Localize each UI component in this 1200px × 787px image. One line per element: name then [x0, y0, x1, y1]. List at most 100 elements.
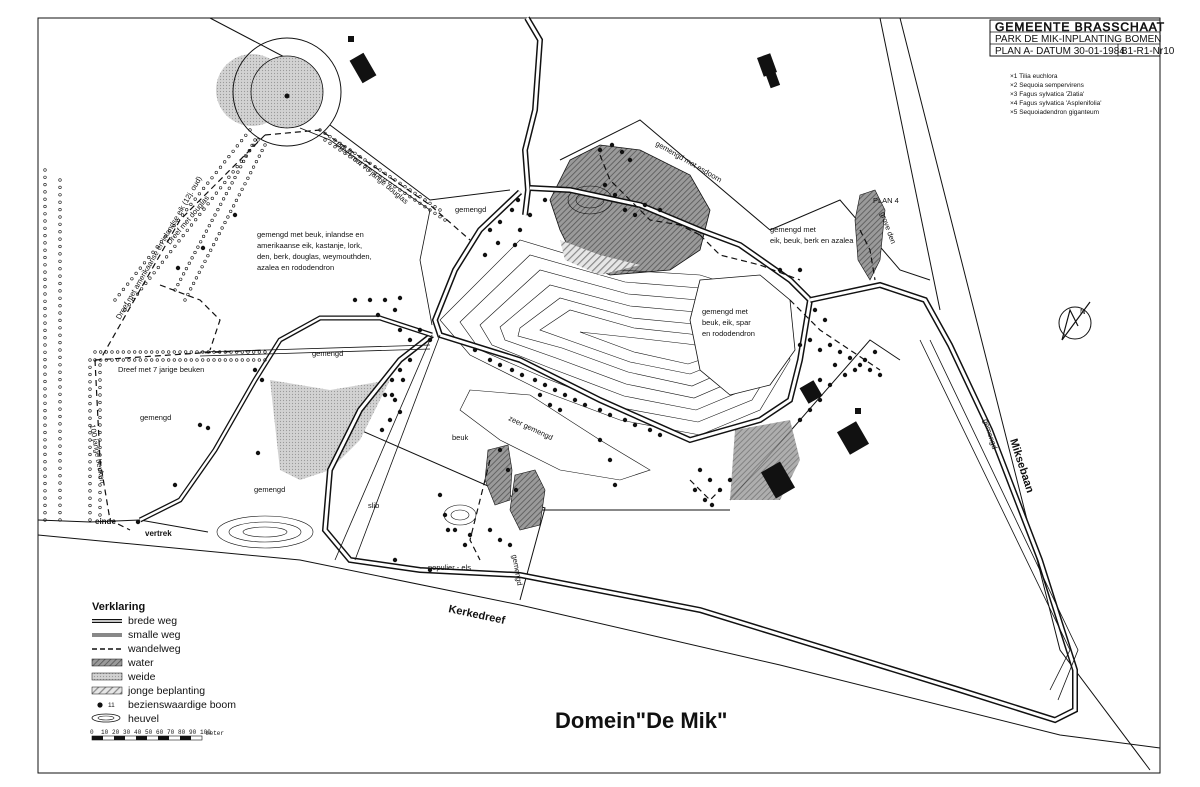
label-island-3: en rododendron: [702, 329, 755, 338]
dreef-tree: [323, 138, 327, 142]
notable-tree: [557, 407, 563, 413]
dreef-tree: [244, 133, 248, 137]
dreef-tree: [217, 232, 221, 236]
dreef-tree: [88, 474, 92, 479]
dreef-tree: [43, 423, 47, 427]
dreef-tree: [156, 265, 160, 270]
dreef-tree: [333, 145, 337, 149]
dreef-tree: [323, 131, 327, 135]
dreef-tree: [263, 143, 267, 147]
notable-tree: [407, 337, 413, 343]
dreef-tree: [438, 215, 442, 219]
dreef-tree: [358, 161, 362, 165]
notable-tree: [252, 367, 258, 373]
dreef-tree: [43, 219, 47, 223]
dreef-tree: [242, 159, 246, 163]
dreef-tree: [219, 202, 223, 206]
dreef-tree: [183, 298, 187, 302]
dreef-tree: [88, 467, 92, 471]
label-dreef-amerikaanse: Dreef met amerikaanse en inlandse eik (1…: [114, 174, 204, 321]
dreef-tree: [155, 358, 159, 362]
notable-tree: [379, 427, 385, 433]
dreef-tree: [363, 158, 367, 162]
dreef-tree: [240, 358, 244, 362]
dreef-tree: [373, 171, 377, 175]
dreef-tree: [130, 277, 134, 281]
dreef-tree: [197, 270, 201, 274]
dreef-tree: [43, 263, 47, 267]
dreef-tree: [58, 385, 62, 389]
dreef-tree: [43, 467, 47, 471]
dreef-tree: [189, 223, 194, 227]
dreef-tree: [58, 422, 62, 426]
notable-tree: [692, 487, 698, 493]
notable-tree: [397, 327, 403, 333]
dreef-tree: [88, 358, 92, 362]
dreef-tree: [58, 451, 62, 456]
dreef-tree: [363, 165, 367, 169]
dreef-tree: [206, 181, 210, 185]
dreef-tree: [194, 218, 198, 222]
label-dreef-douglas-70: Dreef met 70 jarige douglas: [334, 140, 411, 206]
dreef-tree: [229, 358, 233, 362]
dreef-tree: [43, 321, 47, 325]
dreef-tree: [210, 176, 214, 180]
dreef-tree: [343, 151, 347, 155]
dreef-tree: [43, 379, 47, 384]
notable-tree: [375, 312, 381, 318]
dreef-tree: [176, 283, 180, 287]
notable-tree: [827, 342, 833, 348]
dreef-tree: [207, 224, 211, 228]
dreef-tree: [180, 213, 185, 217]
dreef-tree: [214, 191, 218, 195]
dreef-tree: [135, 292, 140, 296]
dreef-tree: [58, 459, 62, 463]
notable-tree: [817, 397, 823, 403]
notable-tree: [832, 362, 838, 368]
dreef-tree: [58, 348, 62, 352]
dreef-tree: [58, 363, 62, 367]
dreef-tree: [98, 415, 102, 420]
dreef-tree: [189, 358, 193, 362]
notable-tree: [547, 402, 553, 408]
dreef-tree: [246, 358, 250, 362]
dreef-tree: [231, 149, 235, 153]
dreef-tree: [88, 423, 92, 428]
label-gemengd-sw: gemengd: [140, 413, 171, 422]
notable-tree: [822, 317, 828, 323]
dreef-tree: [368, 168, 372, 172]
notable-tree: [255, 450, 261, 456]
dreef-tree: [58, 208, 62, 212]
notable-tree: [602, 182, 608, 188]
dreef-tree: [88, 518, 92, 522]
dreef-tree: [58, 326, 62, 330]
dreef-tree: [58, 378, 62, 382]
dreef-tree: [43, 438, 47, 442]
notable-tree: [427, 567, 433, 573]
label-gemengd-south: gemengd: [510, 554, 524, 586]
dreef-tree: [98, 475, 102, 480]
water-east-strip: [854, 189, 886, 281]
notable-tree: [232, 212, 238, 218]
dreef-tree: [223, 160, 227, 164]
dreef-tree: [58, 289, 62, 293]
dreef-tree: [403, 191, 407, 195]
species-list: ×1 Tilia euchlora×2 Sequoia sempervirens…: [1010, 73, 1102, 116]
dreef-tree: [58, 230, 62, 234]
dreef-tree: [378, 168, 382, 172]
dreef-tree: [383, 178, 387, 182]
dreef-tree: [236, 170, 240, 174]
legend-label-jonge-beplanting: jonge beplanting: [127, 685, 205, 697]
notable-tree: [519, 372, 525, 378]
notable-tree: [352, 297, 358, 303]
dreef-tree: [43, 212, 47, 216]
notable-tree: [417, 327, 423, 333]
label-gemengd-north: gemengd: [455, 205, 486, 214]
dreef-tree: [43, 496, 47, 500]
dreef-tree: [256, 138, 260, 142]
notable-tree: [507, 542, 513, 548]
dreef-tree: [234, 198, 238, 202]
weide-west: [270, 380, 390, 480]
notable-tree: [452, 527, 458, 533]
dreef-tree: [167, 350, 171, 354]
